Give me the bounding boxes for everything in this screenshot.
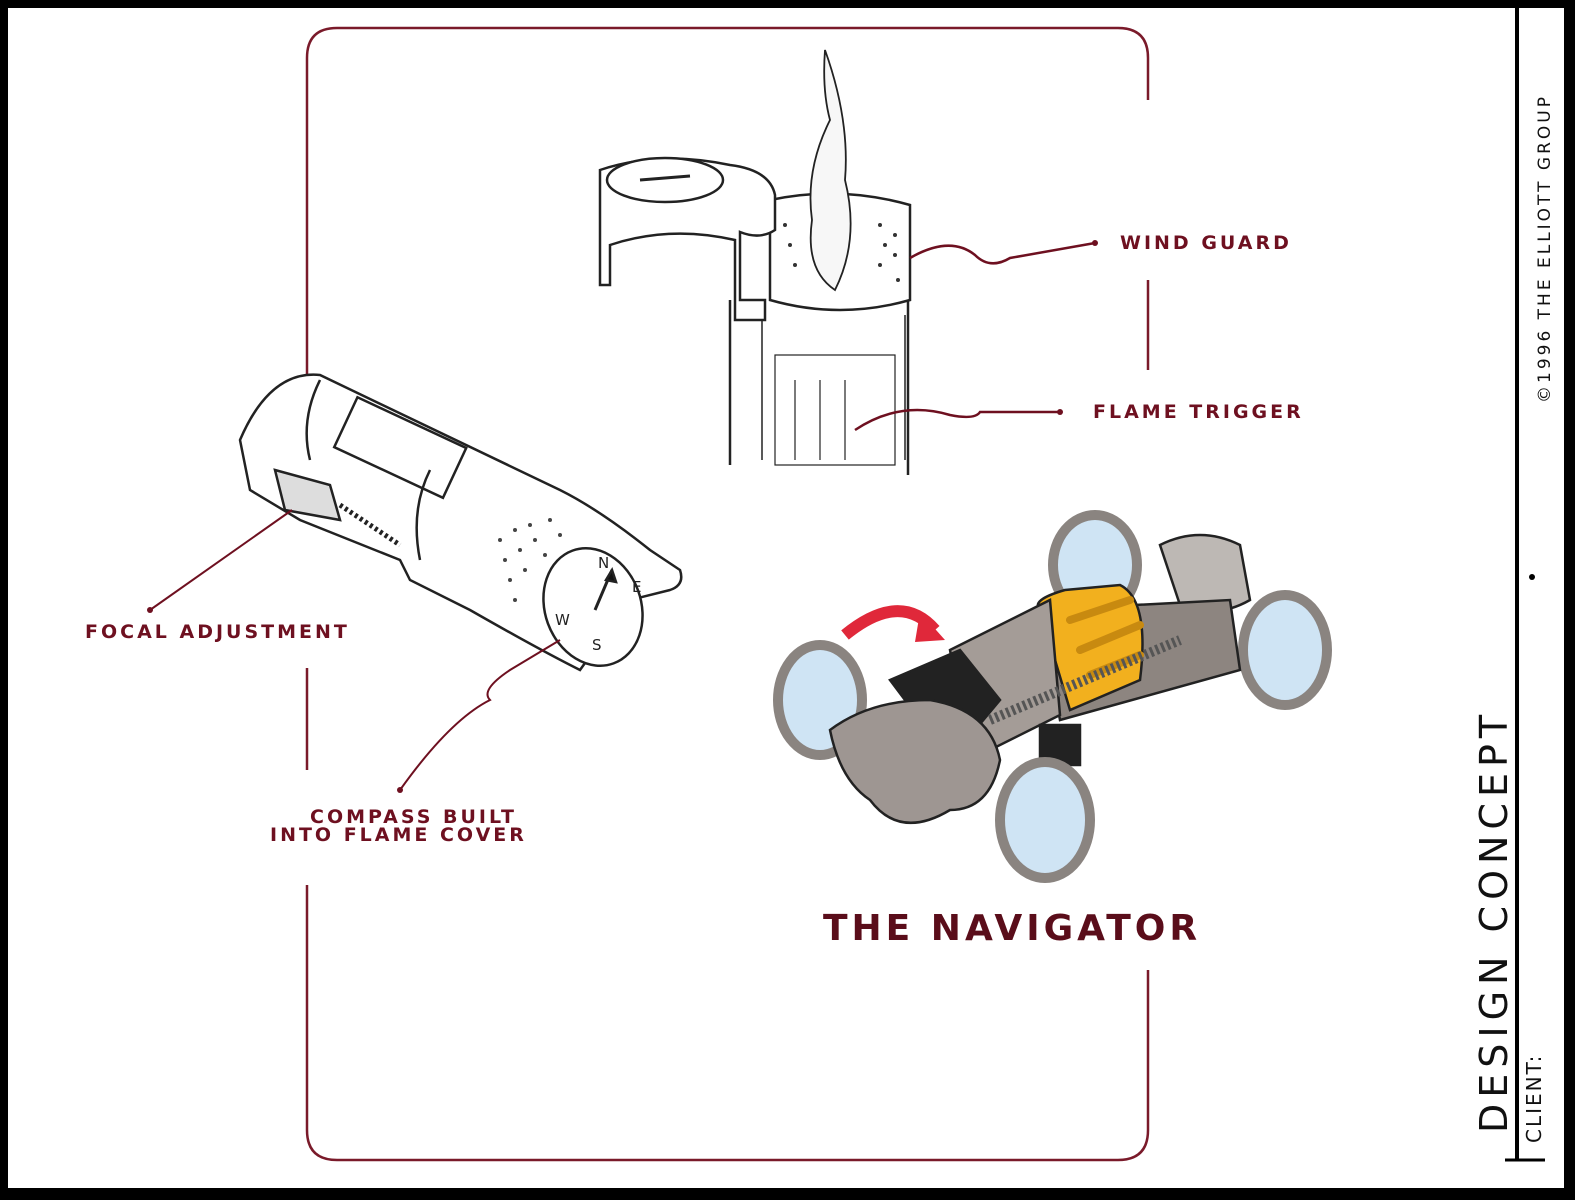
compass-mark-n: N: [598, 554, 609, 572]
label-compass-line2: INTO FLAME COVER: [270, 824, 527, 846]
label-focal-adjustment: FOCAL ADJUSTMENT: [85, 621, 350, 643]
label-compass-line1: COMPASS BUILT: [310, 806, 517, 828]
lighter-sketch: [598, 49, 912, 475]
sheet-type-heading: DESIGN CONCEPT: [1472, 708, 1516, 1133]
navigator-sketch: [773, 510, 1332, 883]
drawing-sheet: N E S W WIND GUARD FLAME TRIGGER FOCAL ADJU…: [8, 8, 1564, 1188]
maroon-frame: [305, 26, 1150, 1162]
flashlight-compass-sketch: [238, 373, 683, 672]
compass-mark-s: S: [592, 636, 602, 654]
copyright-text: ©1996 THE ELLIOTT GROUP: [1535, 94, 1555, 403]
label-wind-guard: WIND GUARD: [1120, 232, 1292, 254]
compass-mark-w: W: [555, 611, 570, 629]
product-title: THE NAVIGATOR: [823, 908, 1202, 949]
compass-mark-e: E: [632, 578, 641, 596]
label-flame-trigger: FLAME TRIGGER: [1093, 401, 1304, 423]
client-label: CLIENT:: [1522, 1053, 1546, 1143]
sketch-artwork: N E S W: [147, 8, 1545, 1162]
